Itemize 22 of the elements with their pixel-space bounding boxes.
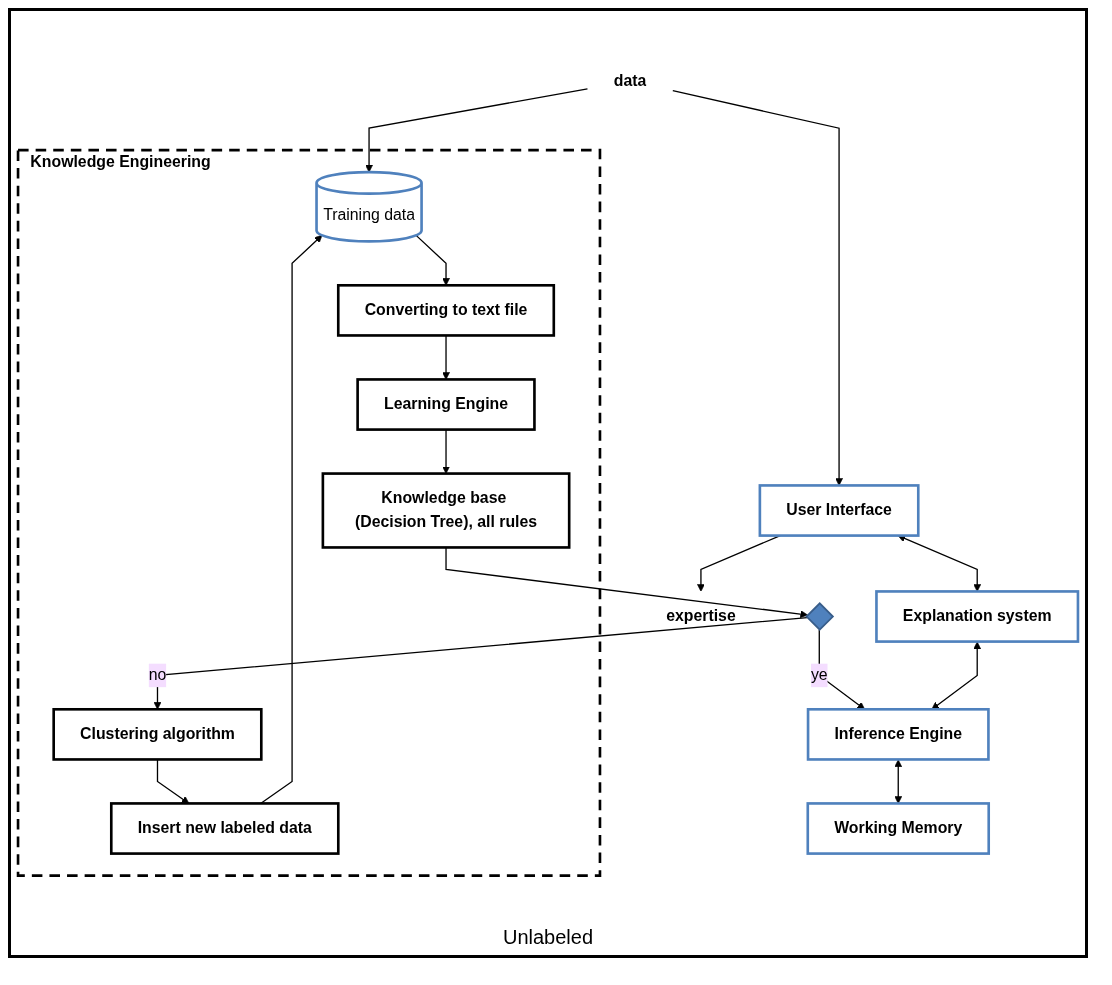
edge-label: ye: [810, 665, 828, 684]
edge-label: no: [148, 665, 167, 684]
arrow: [894, 759, 903, 804]
arrow: [672, 89, 843, 486]
node-diamond: [805, 601, 835, 631]
node-box: User Interface: [758, 483, 920, 537]
node-box: Learning Engine: [356, 377, 536, 431]
node-box: Working Memory: [806, 801, 991, 855]
node-text: data: [613, 71, 647, 90]
node-box: Clustering algorithm: [52, 707, 263, 761]
node-box: Knowledge base (Decision Tree), all rules: [321, 471, 571, 549]
node-box: Converting to text file: [336, 283, 556, 337]
arrow: [415, 234, 450, 286]
arrow: [365, 87, 589, 173]
arrow: [818, 628, 865, 710]
node-box: Insert new labeled data: [109, 801, 340, 855]
node-box: Explanation system: [875, 589, 1080, 643]
node-box: Inference Engine: [806, 707, 990, 761]
arrow: [931, 641, 982, 710]
arrow: [153, 616, 808, 710]
note-text: Unlabeled: [502, 926, 594, 948]
node-text: expertise: [666, 606, 736, 625]
